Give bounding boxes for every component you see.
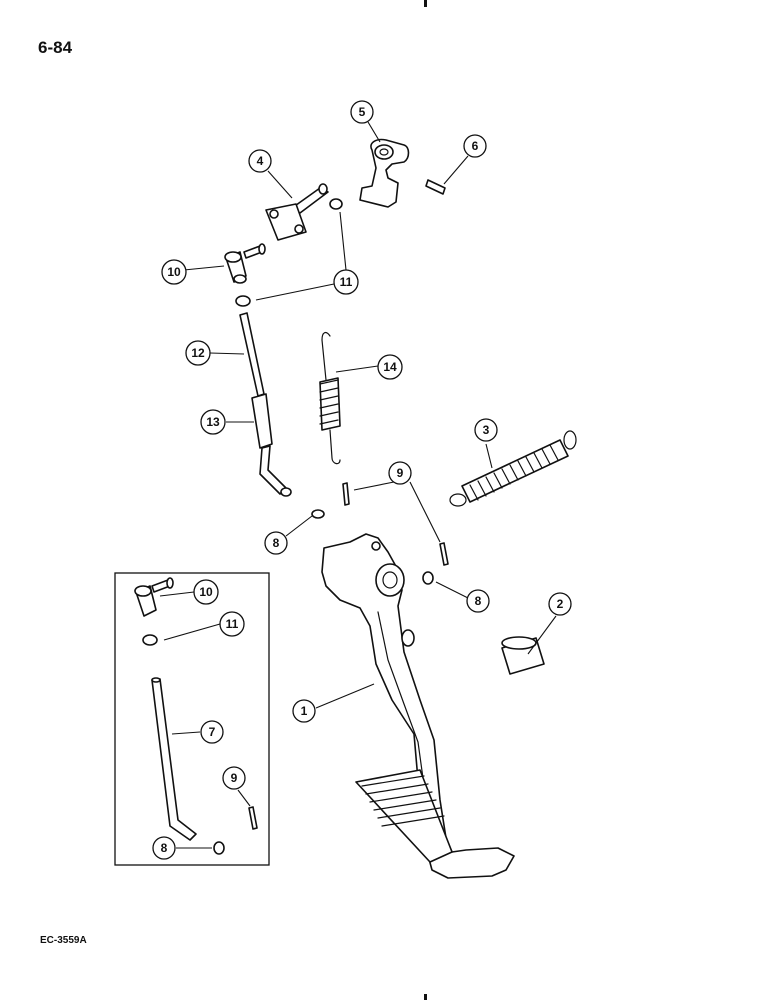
callout-12: 12 bbox=[185, 340, 211, 366]
registration-mark bbox=[424, 994, 427, 1000]
part-9-split-pin-a bbox=[342, 482, 350, 506]
part-6-pin bbox=[425, 179, 446, 195]
callout-8-inset: 8 bbox=[152, 836, 176, 860]
inset-box bbox=[114, 572, 270, 866]
part-12-13-rod-assembly bbox=[239, 312, 292, 497]
leader-lines bbox=[159, 121, 557, 849]
callout-14: 14 bbox=[377, 354, 403, 380]
part-11-nut-mid bbox=[235, 295, 251, 307]
svg-text:1: 1 bbox=[301, 704, 308, 718]
part-8-washer-a bbox=[311, 509, 325, 519]
callout-9-inset: 9 bbox=[222, 766, 246, 790]
inset-part-10-ball-joint bbox=[134, 577, 174, 617]
callout-11-upper: 11 bbox=[333, 269, 359, 295]
callout-5: 5 bbox=[350, 100, 374, 124]
svg-text:8: 8 bbox=[475, 594, 482, 608]
part-4-shaft-plate bbox=[265, 183, 329, 241]
part-2-bushing bbox=[501, 636, 545, 675]
svg-text:9: 9 bbox=[397, 466, 404, 480]
svg-text:3: 3 bbox=[483, 423, 490, 437]
svg-text:8: 8 bbox=[273, 536, 280, 550]
part-8-washer-b bbox=[422, 571, 434, 585]
page-number: 6-84 bbox=[38, 38, 73, 57]
svg-text:14: 14 bbox=[383, 360, 397, 374]
callout-3: 3 bbox=[474, 418, 498, 442]
part-10-ball-joint-upper bbox=[224, 243, 266, 284]
svg-text:2: 2 bbox=[557, 597, 564, 611]
part-9-split-pin-b bbox=[439, 542, 449, 566]
callout-8-right: 8 bbox=[466, 589, 490, 613]
part-3-spring-large bbox=[449, 430, 577, 507]
part-5-lever-bracket bbox=[359, 138, 410, 208]
inset-part-11-nut bbox=[142, 634, 158, 646]
inset-part-8-washer bbox=[213, 841, 225, 855]
svg-text:13: 13 bbox=[206, 415, 220, 429]
svg-text:11: 11 bbox=[226, 617, 239, 631]
callout-11-inset: 11 bbox=[219, 611, 245, 637]
callout-7: 7 bbox=[200, 720, 224, 744]
svg-text:6: 6 bbox=[472, 139, 479, 153]
callout-13: 13 bbox=[200, 409, 226, 435]
callout-1: 1 bbox=[292, 699, 316, 723]
figure-code: EC-3559A bbox=[40, 935, 87, 946]
callout-2: 2 bbox=[548, 592, 572, 616]
inset-part-9-split-pin bbox=[248, 806, 258, 830]
svg-text:12: 12 bbox=[191, 346, 205, 360]
svg-text:11: 11 bbox=[340, 275, 353, 289]
inset-part-7-rod bbox=[151, 677, 197, 841]
svg-text:10: 10 bbox=[167, 265, 181, 279]
part-1-pedal bbox=[321, 533, 515, 879]
registration-mark bbox=[424, 0, 427, 7]
svg-text:4: 4 bbox=[257, 154, 264, 168]
callout-10-inset: 10 bbox=[193, 579, 219, 605]
svg-text:5: 5 bbox=[359, 105, 366, 119]
callout-4: 4 bbox=[248, 149, 272, 173]
callout-6: 6 bbox=[463, 134, 487, 158]
callout-9-main: 9 bbox=[388, 461, 412, 485]
svg-text:8: 8 bbox=[161, 841, 168, 855]
svg-text:10: 10 bbox=[199, 585, 213, 599]
part-14-spring-small bbox=[319, 331, 341, 465]
callout-8-left: 8 bbox=[264, 531, 288, 555]
svg-text:9: 9 bbox=[231, 771, 238, 785]
callout-10-upper: 10 bbox=[161, 259, 187, 285]
part-11-nut-upper bbox=[329, 198, 343, 210]
svg-text:7: 7 bbox=[209, 725, 216, 739]
